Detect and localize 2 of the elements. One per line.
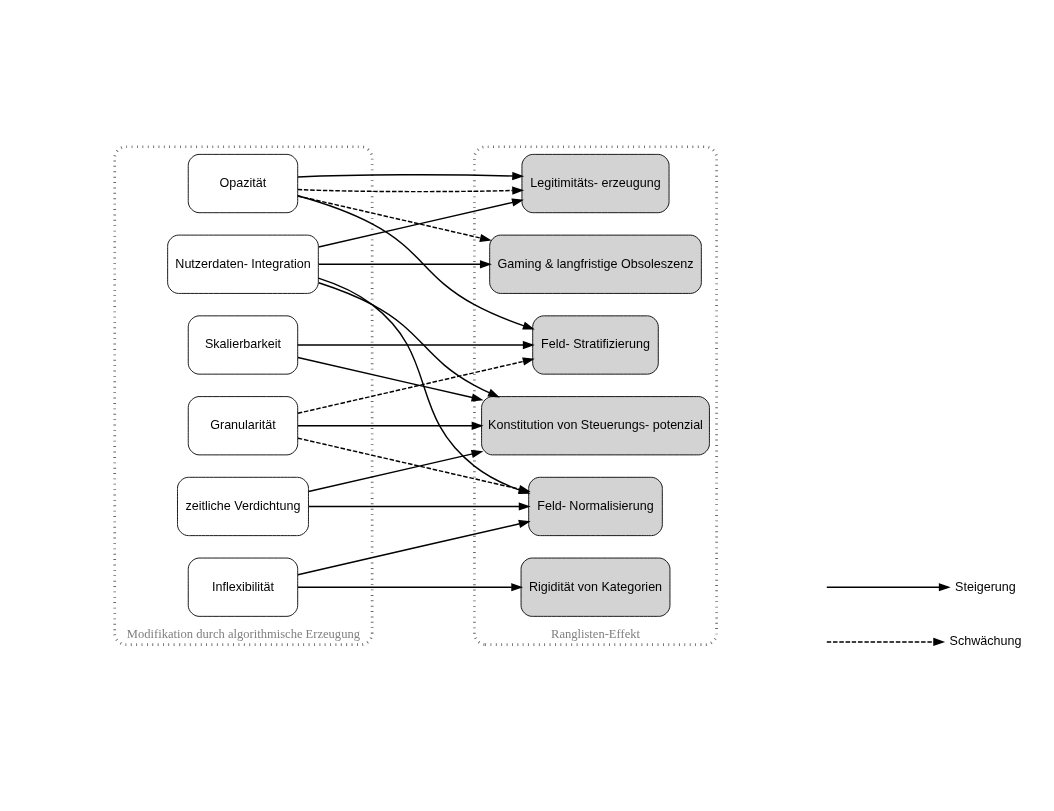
legend-label: Steigerung bbox=[955, 579, 1016, 594]
legend-label: Schwächung bbox=[949, 633, 1022, 648]
